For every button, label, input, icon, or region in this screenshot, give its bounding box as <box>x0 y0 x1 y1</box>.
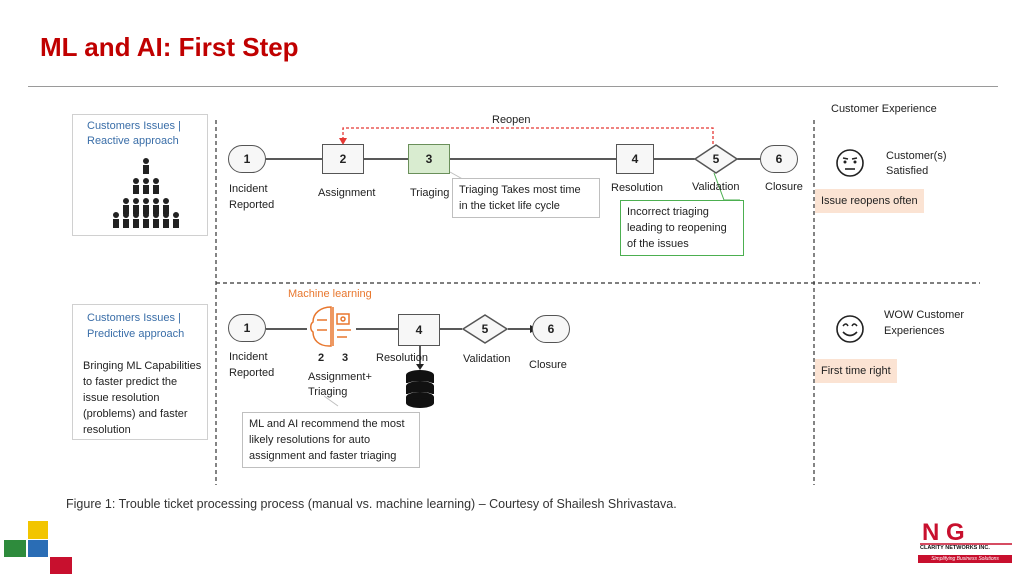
top-experience-badge: Issue reopens often <box>815 189 924 213</box>
reopen-path <box>342 127 714 144</box>
bottom-node-closure: 6 <box>532 315 570 343</box>
experience-header: Customer Experience <box>831 103 937 115</box>
predictive-desc-line3: issue resolution <box>83 392 160 404</box>
figure: Customers Issues | Reactive approach <box>64 100 988 490</box>
ml-callout-pointer <box>323 395 339 407</box>
triaging-note-line1: Triaging Takes most time <box>459 184 581 196</box>
happy-face-icon <box>836 315 864 343</box>
bottom-experience-badge: First time right <box>815 359 897 383</box>
top-node-assignment: 2 <box>322 144 364 174</box>
bottom-label-validation: Validation <box>463 353 511 365</box>
ml-note-line2: likely resolutions for auto <box>249 434 371 446</box>
bottom-node-triaging-num: 3 <box>342 352 349 364</box>
database-icon <box>406 370 434 408</box>
predictive-title-line1: Customers Issues | <box>87 312 181 324</box>
top-node-triaging: 3 <box>408 144 450 174</box>
top-label-triaging: Triaging <box>410 187 450 199</box>
slide-title: ML and AI: First Step <box>40 32 299 62</box>
top-experience-label-1: Customer(s) <box>886 150 947 162</box>
bottom-label-assignment-2: Triaging <box>308 386 348 398</box>
ml-label: Machine learning <box>288 288 372 300</box>
predictive-desc-line5: resolution <box>83 424 131 436</box>
db-arrowhead <box>416 364 424 370</box>
triaging-note: Triaging Takes most time in the ticket l… <box>452 178 600 218</box>
top-label-incident-2: Reported <box>229 199 275 211</box>
svg-text:G: G <box>946 519 965 546</box>
top-node-validation-diamond <box>694 144 738 174</box>
bottom-node-assignment-num: 2 <box>318 352 325 364</box>
reactive-panel: Customers Issues | Reactive approach <box>72 114 208 236</box>
top-label-resolution: Resolution <box>611 182 663 194</box>
predictive-panel: Customers Issues | Predictive approach B… <box>72 304 208 440</box>
ml-note: ML and AI recommend the most likely reso… <box>242 412 420 468</box>
top-label-validation: Validation <box>692 181 740 193</box>
bottom-node-validation: 5 <box>481 322 489 336</box>
predictive-desc-line1: Bringing ML Capabilities <box>83 360 202 372</box>
reactive-title-line1: Customers Issues | <box>87 120 181 132</box>
logo-tagline: Simplifying Business Solutions <box>918 555 1012 563</box>
logo-brand-text: CLARITY NETWORKS INC. <box>920 545 990 551</box>
triaging-note-line2: in the ticket life cycle <box>459 200 560 212</box>
top-label-assignment: Assignment <box>318 187 376 199</box>
ml-note-line3: assignment and faster triaging <box>249 450 397 462</box>
deco-square-green <box>4 540 26 557</box>
company-logo: N G CLARITY NETWORKS INC. Simplifying Bu… <box>916 516 1016 568</box>
bottom-node-resolution: 4 <box>398 314 440 346</box>
bottom-label-incident-2: Reported <box>229 367 275 379</box>
incorrect-note-line3: of the issues <box>627 238 689 250</box>
bottom-label-incident-1: Incident <box>229 351 268 363</box>
top-experience-label-2: Satisfied <box>886 165 929 177</box>
bottom-label-assignment-1: Assignment+ <box>308 371 372 383</box>
reopen-arrowhead <box>339 138 347 145</box>
title-divider <box>28 86 998 87</box>
bottom-node-incident: 1 <box>228 314 266 342</box>
bottom-label-closure: Closure <box>529 359 567 371</box>
bottom-node-validation-diamond <box>462 314 508 344</box>
figure-caption: Figure 1: Trouble ticket processing proc… <box>66 497 677 511</box>
people-group-icon <box>113 158 179 228</box>
predictive-desc-line4: (problems) and faster <box>83 408 188 420</box>
bottom-experience-label-2: Experiences <box>884 325 945 337</box>
reactive-title-line2: Reactive approach <box>87 135 179 147</box>
incorrect-note-line2: leading to reopening <box>627 222 727 234</box>
svg-text:N: N <box>922 519 939 546</box>
deco-square-blue <box>28 540 48 557</box>
ml-brain-icon <box>310 306 351 347</box>
top-node-validation: 5 <box>712 152 720 166</box>
deco-square-red <box>50 557 72 574</box>
predictive-title-line2: Predictive approach <box>87 328 185 340</box>
reopen-label: Reopen <box>492 114 531 126</box>
bottom-experience-label-1: WOW Customer <box>884 309 965 321</box>
ml-note-line1: ML and AI recommend the most <box>249 418 405 430</box>
incorrect-note-line1: Incorrect triaging <box>627 206 709 218</box>
neutral-face-icon <box>836 149 864 177</box>
top-node-incident: 1 <box>228 145 266 173</box>
deco-square-yellow <box>28 521 48 539</box>
logo-mark: N G <box>920 519 1012 546</box>
incorrect-triaging-note: Incorrect triaging leading to reopening … <box>620 200 744 256</box>
predictive-desc-line2: to faster predict the <box>83 376 178 388</box>
top-label-closure: Closure <box>765 181 803 193</box>
top-node-closure: 6 <box>760 145 798 173</box>
top-node-resolution: 4 <box>616 144 654 174</box>
top-label-incident-1: Incident <box>229 183 268 195</box>
bottom-label-resolution: Resolution <box>376 352 428 364</box>
